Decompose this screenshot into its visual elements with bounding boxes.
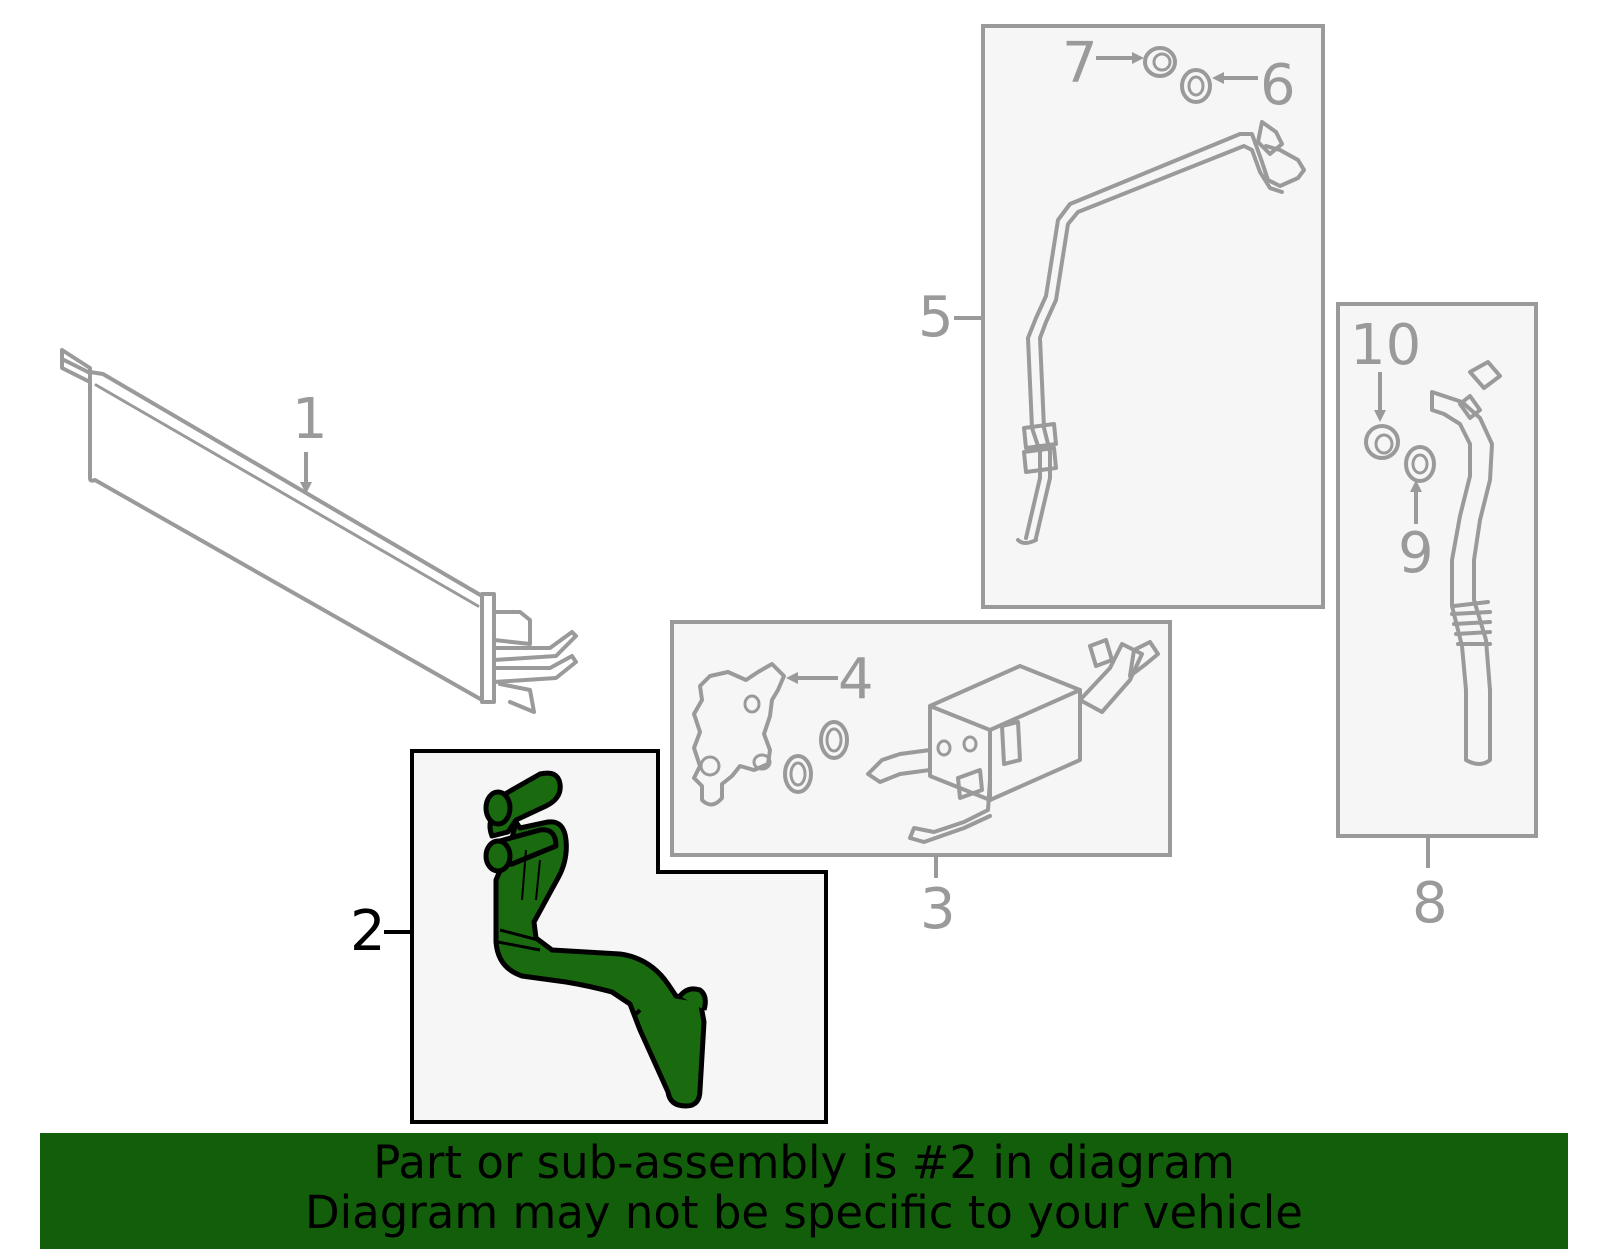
part-3-box (670, 620, 1172, 857)
part-4-housing (692, 662, 849, 807)
callout-6: 6 (1260, 53, 1296, 118)
part-2-cooler-pipe (483, 770, 708, 1109)
callout-1: 1 (292, 387, 328, 452)
callout-10: 10 (1350, 313, 1421, 378)
part-7-nut (1143, 46, 1177, 78)
part-9-seal (1404, 445, 1436, 483)
info-banner: Part or sub-assembly is #2 in diagram Di… (40, 1133, 1568, 1249)
callout-3: 3 (920, 877, 956, 942)
part-6-seal (1180, 68, 1212, 104)
callout-7: 7 (1062, 31, 1098, 96)
callout-5: 5 (918, 285, 954, 350)
callout-8: 8 (1412, 871, 1448, 936)
part-5-tube (1016, 120, 1306, 545)
part-10-nut (1364, 424, 1400, 460)
part-8-box (1336, 302, 1538, 838)
callout-2: 2 (350, 899, 386, 964)
part-3-oil-cooler (866, 638, 1160, 844)
leader-lines (300, 52, 1430, 934)
callout-9: 9 (1398, 521, 1434, 586)
banner-line-2: Diagram may not be specific to your vehi… (305, 1186, 1303, 1239)
part-1-cooler (60, 348, 578, 714)
part-8-hose (1430, 360, 1502, 766)
banner-line-1: Part or sub-assembly is #2 in diagram (373, 1136, 1235, 1189)
callout-4: 4 (838, 647, 874, 712)
